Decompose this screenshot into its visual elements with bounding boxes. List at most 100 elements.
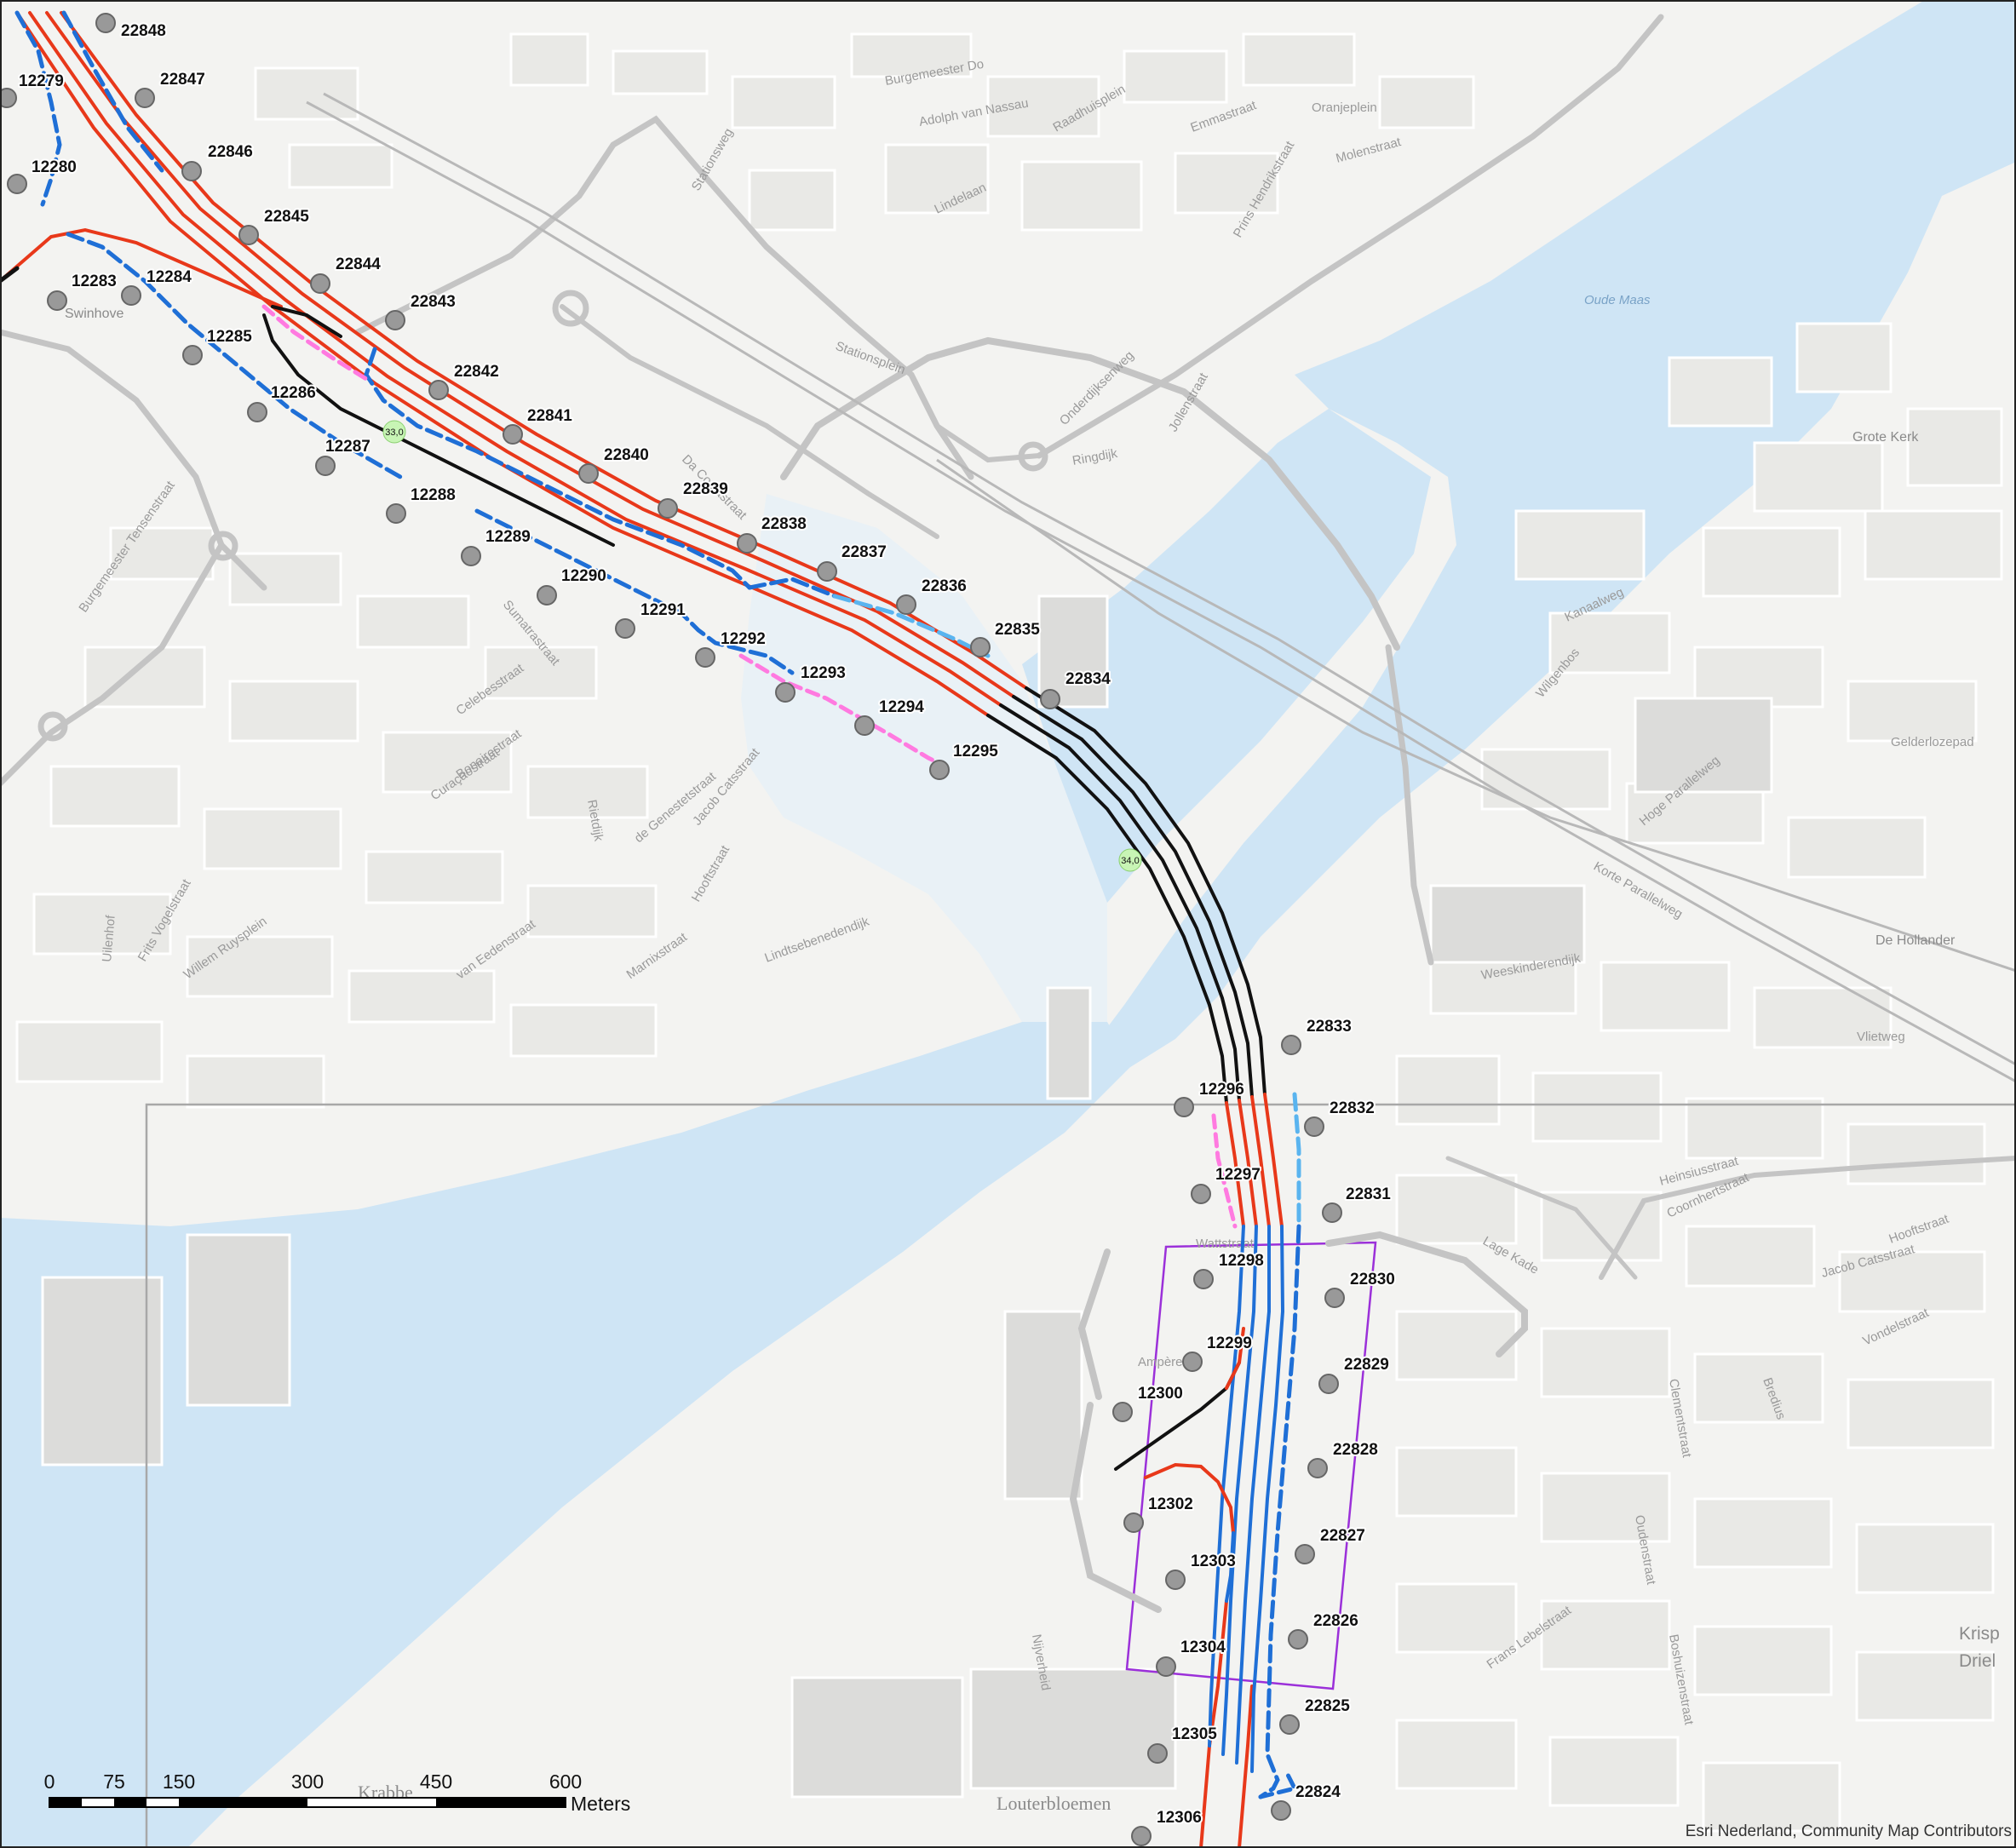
- scale-bar: 0 75 150 300 450 600 Meters: [44, 1771, 631, 1815]
- marker-point[interactable]: 12293: [775, 663, 847, 703]
- marker-point[interactable]: 22838: [737, 514, 808, 554]
- svg-text:12303: 12303: [1191, 1552, 1236, 1570]
- marker-point[interactable]: 12302: [1123, 1494, 1195, 1533]
- marker-point[interactable]: 22830: [1324, 1269, 1397, 1308]
- marker-point[interactable]: 12284: [121, 267, 193, 306]
- attribution-text: Esri Nederland, Community Map Contributo…: [1686, 1822, 2012, 1840]
- label-grote-kerk: Grote Kerk: [1852, 430, 1919, 445]
- marker-point[interactable]: 12304: [1156, 1637, 1227, 1677]
- svg-text:12299: 12299: [1207, 1334, 1252, 1352]
- marker-point[interactable]: 12305: [1147, 1724, 1219, 1764]
- svg-text:22825: 22825: [1305, 1697, 1350, 1715]
- marker-point[interactable]: 22847: [135, 69, 207, 108]
- svg-text:12293: 12293: [801, 664, 846, 682]
- marker-point[interactable]: 12287: [315, 436, 372, 476]
- right-markers[interactable]: 22848 22847 22846 22845 22844 22843 2284…: [95, 13, 1397, 1821]
- svg-text:22834: 22834: [1065, 670, 1111, 688]
- svg-text:12305: 12305: [1172, 1725, 1217, 1743]
- scale-tick-label: 450: [420, 1771, 452, 1793]
- left-markers[interactable]: 12279 12280 12283 12284 12285 12286 1228…: [0, 71, 1266, 1846]
- marker-point[interactable]: 22828: [1307, 1439, 1380, 1478]
- street-label: Ampère: [1138, 1355, 1183, 1369]
- svg-text:12302: 12302: [1148, 1495, 1193, 1513]
- road-badge: 33,0: [382, 420, 406, 444]
- marker-point[interactable]: 22827: [1295, 1525, 1367, 1564]
- svg-text:12285: 12285: [207, 328, 252, 346]
- marker-point[interactable]: 22845: [238, 206, 311, 245]
- svg-text:12279: 12279: [19, 72, 64, 90]
- label-louterbloemen: Louterbloemen: [997, 1793, 1111, 1814]
- marker-point[interactable]: 12292: [695, 628, 767, 668]
- marker-point[interactable]: 22829: [1318, 1354, 1391, 1394]
- svg-text:22843: 22843: [411, 293, 456, 311]
- svg-text:12283: 12283: [72, 273, 117, 290]
- svg-text:12290: 12290: [561, 567, 606, 585]
- svg-text:22827: 22827: [1320, 1527, 1365, 1545]
- marker-point[interactable]: 22825: [1279, 1696, 1352, 1735]
- roundabouts: [37, 290, 1048, 742]
- marker-point[interactable]: 12298: [1193, 1250, 1266, 1289]
- marker-point[interactable]: 22836: [896, 576, 968, 615]
- marker-point[interactable]: 12291: [615, 600, 687, 639]
- marker-point[interactable]: 22834: [1040, 669, 1112, 709]
- svg-text:12306: 12306: [1157, 1809, 1202, 1827]
- marker-point[interactable]: 12285: [182, 326, 254, 365]
- inset-frame: [145, 1103, 2016, 1848]
- scale-tick-label: 0: [44, 1771, 55, 1793]
- marker-point[interactable]: 22848: [95, 13, 168, 42]
- marker-point[interactable]: 22837: [817, 542, 888, 582]
- svg-text:22841: 22841: [527, 407, 572, 425]
- marker-point[interactable]: 22835: [970, 619, 1042, 657]
- svg-text:22832: 22832: [1330, 1099, 1375, 1117]
- marker-point[interactable]: 22841: [503, 405, 574, 445]
- marker-point[interactable]: 22839: [658, 479, 730, 519]
- city-blocks: [15, 32, 2003, 1833]
- svg-text:12286: 12286: [271, 384, 316, 402]
- marker-point[interactable]: 22831: [1322, 1184, 1393, 1223]
- marker-point[interactable]: 12289: [461, 526, 532, 566]
- marker-point[interactable]: 22844: [310, 254, 382, 294]
- marker-point[interactable]: 12295: [929, 741, 1000, 780]
- marker-point[interactable]: 22832: [1304, 1098, 1376, 1137]
- marker-point[interactable]: 12288: [386, 485, 457, 524]
- svg-text:12296: 12296: [1199, 1081, 1244, 1099]
- marker-point[interactable]: 22833: [1281, 1016, 1353, 1055]
- street-label: Wattstraat: [1196, 1237, 1255, 1251]
- scale-tick-label: 75: [103, 1771, 125, 1793]
- marker-point[interactable]: 12294: [854, 697, 926, 736]
- marker-point[interactable]: 22824: [1271, 1782, 1342, 1821]
- marker-point[interactable]: 22846: [181, 141, 255, 181]
- marker-point[interactable]: 12286: [247, 382, 318, 422]
- svg-text:12284: 12284: [146, 268, 192, 286]
- marker-point[interactable]: 12300: [1112, 1383, 1185, 1422]
- marker-point[interactable]: 12303: [1165, 1551, 1238, 1590]
- marker-point[interactable]: 12280: [7, 157, 78, 194]
- svg-text:22826: 22826: [1313, 1612, 1358, 1630]
- svg-text:22839: 22839: [683, 480, 728, 498]
- marker-point[interactable]: 12297: [1191, 1164, 1262, 1204]
- marker-point[interactable]: 22840: [578, 445, 651, 484]
- label-oude-maas: Oude Maas: [1584, 293, 1651, 307]
- marker-point[interactable]: 12290: [537, 565, 608, 605]
- marker-point[interactable]: 12306: [1131, 1807, 1203, 1846]
- svg-text:22847: 22847: [160, 71, 205, 89]
- street-label: Vlietweg: [1857, 1030, 1905, 1044]
- marker-point[interactable]: 12279: [0, 71, 66, 108]
- label-de-hollander: De Hollander: [1875, 933, 1956, 948]
- svg-text:12304: 12304: [1180, 1639, 1226, 1656]
- svg-text:34,0: 34,0: [1121, 856, 1139, 866]
- marker-point[interactable]: 12299: [1182, 1333, 1254, 1372]
- svg-text:22838: 22838: [761, 515, 807, 533]
- scale-tick-label: 600: [549, 1771, 582, 1793]
- marker-point[interactable]: 22842: [428, 361, 501, 400]
- svg-text:22840: 22840: [604, 446, 649, 464]
- svg-text:12289: 12289: [485, 528, 531, 546]
- marker-point[interactable]: 22843: [385, 291, 457, 330]
- marker-point[interactable]: 12296: [1174, 1079, 1246, 1117]
- svg-text:12297: 12297: [1215, 1166, 1261, 1184]
- place-labels: Oude Maas Grote Kerk De Hollander Swinho…: [65, 293, 2000, 1814]
- marker-point[interactable]: 22826: [1288, 1610, 1360, 1650]
- street-label: Oranjeplein: [1312, 100, 1377, 115]
- marker-point[interactable]: 12283: [47, 271, 118, 311]
